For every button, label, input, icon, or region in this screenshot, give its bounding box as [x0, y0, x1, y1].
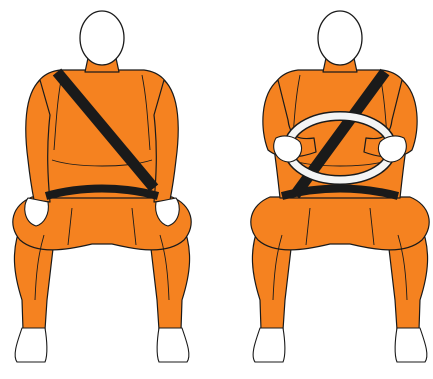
driver-figure	[251, 11, 429, 362]
passenger-figure	[13, 11, 191, 362]
